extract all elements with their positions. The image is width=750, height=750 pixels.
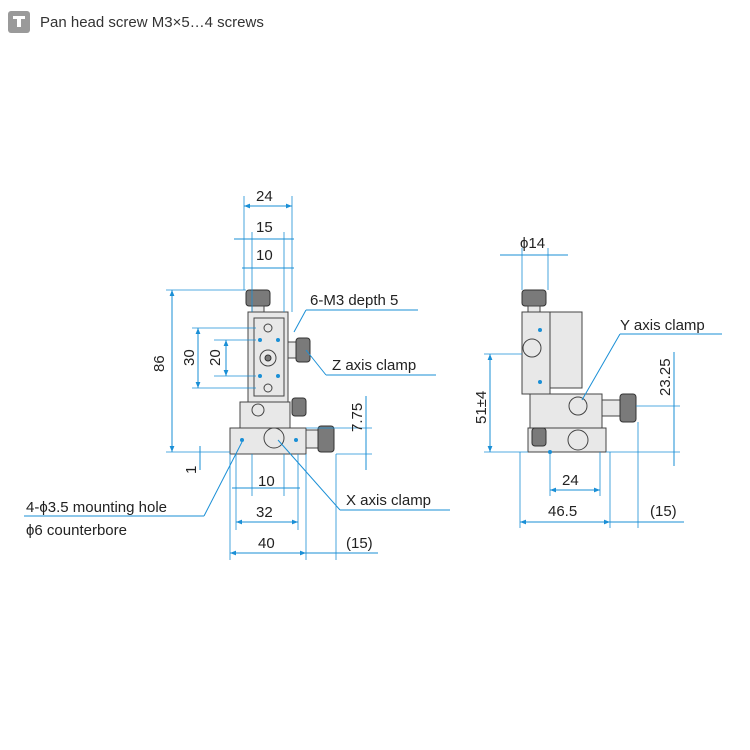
z-knob-shaft bbox=[251, 305, 265, 313]
z-clamp-shaft bbox=[287, 341, 297, 359]
hole-marker bbox=[276, 374, 280, 378]
leader-mount-hole bbox=[203, 441, 243, 517]
dim-1: 1 bbox=[183, 466, 200, 474]
side-x-knob bbox=[531, 427, 547, 447]
dim-side-15: (15) bbox=[650, 503, 677, 520]
leader-z-clamp bbox=[305, 349, 327, 376]
dim-30: 30 bbox=[181, 349, 198, 366]
front-x-stage bbox=[239, 401, 291, 429]
x-stage-hole bbox=[251, 403, 265, 417]
dim-phi14: ϕ14 bbox=[520, 235, 545, 252]
x-stage-knob bbox=[291, 397, 307, 417]
side-z-clamp bbox=[522, 338, 542, 358]
dim-51: 51±4 bbox=[473, 391, 490, 424]
dim-46-5: 46.5 bbox=[548, 503, 577, 520]
leader-tapped bbox=[293, 309, 307, 333]
y-drive-knob bbox=[619, 393, 637, 423]
leader-y-clamp bbox=[581, 333, 621, 401]
z-knob-front bbox=[245, 289, 271, 307]
mount-hole-marker bbox=[294, 438, 298, 442]
header-title: Pan head screw M3×5…4 screws bbox=[40, 13, 264, 31]
dim-side-24: 24 bbox=[562, 472, 579, 489]
hole-marker bbox=[258, 374, 262, 378]
top-hole bbox=[263, 323, 273, 333]
front-view: 24 15 10 86 30 20 7.75 1 10 bbox=[24, 188, 450, 560]
dim-20: 20 bbox=[207, 349, 224, 366]
note-y-clamp: Y axis clamp bbox=[620, 317, 705, 334]
side-y-stage bbox=[529, 393, 603, 429]
screw-icon bbox=[8, 11, 30, 33]
note-x-clamp: X axis clamp bbox=[346, 492, 431, 509]
x-clamp-knob bbox=[263, 427, 285, 449]
z-knob-side-shaft bbox=[527, 305, 541, 313]
dim-23-25: 23.25 bbox=[657, 358, 674, 396]
mount-hole-marker bbox=[240, 438, 244, 442]
y-drive-shaft bbox=[601, 399, 621, 417]
hole-marker bbox=[538, 380, 542, 384]
hole-marker bbox=[538, 328, 542, 332]
note-z-clamp: Z axis clamp bbox=[332, 357, 416, 374]
bottom-hole bbox=[263, 383, 273, 393]
dim-24: 24 bbox=[256, 188, 273, 205]
z-clamp-knob bbox=[295, 337, 311, 363]
z-knob-side bbox=[521, 289, 547, 307]
side-view: ϕ14 51±4 23.25 24 46.5 (15) Y axis clamp bbox=[473, 235, 722, 528]
dim-40: 40 bbox=[258, 535, 275, 552]
leader-x-clamp bbox=[277, 439, 341, 511]
center-hole-core bbox=[264, 354, 272, 362]
note-tapped-holes: 6-M3 depth 5 bbox=[310, 292, 398, 309]
x-drive-shaft bbox=[305, 429, 319, 449]
y-clamp-knob bbox=[568, 396, 588, 416]
side-bracket bbox=[549, 311, 583, 389]
hole-marker bbox=[276, 338, 280, 342]
x-drive-knob bbox=[317, 425, 335, 453]
dim-32: 32 bbox=[256, 504, 273, 521]
dim-15: 15 bbox=[256, 219, 273, 236]
note-mount-hole: 4-ϕ3.5 mounting hole bbox=[26, 499, 167, 516]
dim-86: 86 bbox=[151, 355, 168, 372]
dim-7-75: 7.75 bbox=[349, 403, 366, 432]
dim-10: 10 bbox=[256, 247, 273, 264]
dim-b10: 10 bbox=[258, 473, 275, 490]
header: Pan head screw M3×5…4 screws bbox=[8, 8, 264, 36]
hole-marker bbox=[258, 338, 262, 342]
side-x-clamp bbox=[567, 429, 589, 451]
note-counterbore: ϕ6 counterbore bbox=[26, 522, 127, 539]
dim-b15: (15) bbox=[346, 535, 373, 552]
